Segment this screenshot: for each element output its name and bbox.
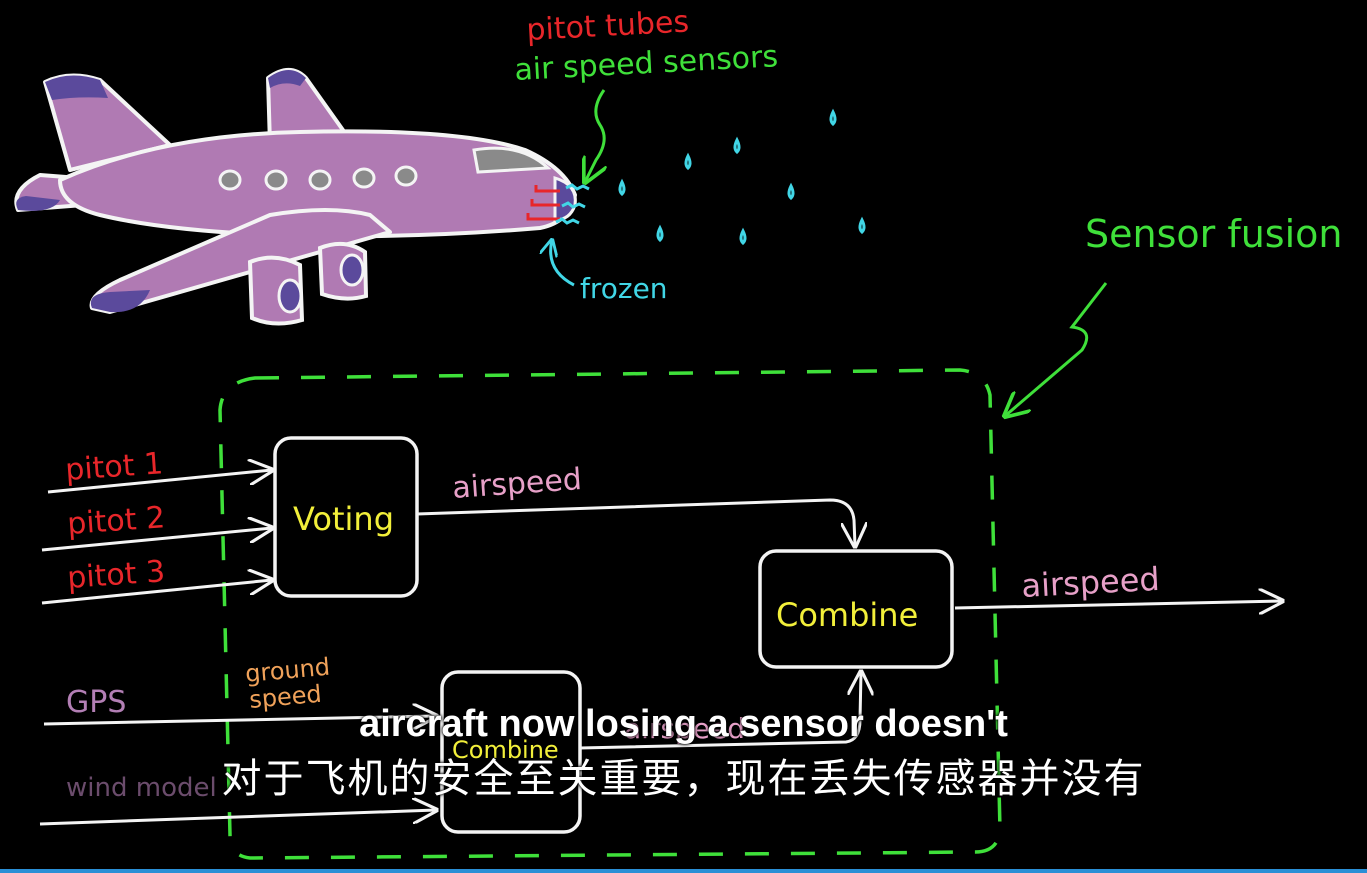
airplane-engines xyxy=(247,241,369,326)
sensor-fusion-label: Sensor fusion xyxy=(1085,212,1342,256)
video-progress-bar[interactable] xyxy=(0,869,1367,873)
airplane-cockpit-window xyxy=(472,146,552,174)
frozen-label: frozen xyxy=(580,272,668,305)
combine-box xyxy=(758,549,954,669)
airplane-upper-fin-tip xyxy=(268,70,306,88)
input-label-pitot-2: pitot 2 xyxy=(66,500,166,542)
lower-to-combine-arrow xyxy=(579,672,861,750)
pitot-input-arrows xyxy=(41,470,272,605)
pitot-tubes-label: pitot tubes xyxy=(526,5,690,48)
input-label-pitot-3: pitot 3 xyxy=(66,554,166,596)
final-output-airspeed-label: airspeed xyxy=(1020,560,1160,605)
pitot-input-labels: pitot 1 pitot 2 pitot 3 xyxy=(64,446,166,596)
wind-model-label: wind model xyxy=(66,773,217,803)
airplane-near-wingtip xyxy=(90,290,150,313)
gps-label: GPS xyxy=(66,685,126,720)
lower-combine-box xyxy=(440,670,582,834)
airplane-tail-tip xyxy=(45,75,108,100)
frozen-pointer-arrow xyxy=(551,240,575,287)
airplane-illustration xyxy=(14,68,590,326)
voting-label: Voting xyxy=(293,500,394,538)
ground-speed-label-line-2: speed xyxy=(248,680,323,714)
sensor-fusion-boundary xyxy=(218,368,1002,860)
combine-label: Combine xyxy=(776,596,918,634)
voting-box xyxy=(273,436,419,598)
final-output-arrow xyxy=(954,601,1282,608)
sensor-pointer-arrow xyxy=(585,89,604,182)
subtitle-chinese: 对于飞机的安全至关重要，现在丢失传感器并没有 xyxy=(221,756,1146,802)
sensor-fusion-pointer-arrow xyxy=(1005,282,1108,416)
rain-drops xyxy=(618,108,866,246)
voting-output-airspeed-label: airspeed xyxy=(451,462,583,506)
airplane-far-wingtip xyxy=(16,196,60,211)
airplane-windows xyxy=(218,165,418,191)
gps-input-arrow xyxy=(43,716,436,724)
lower-output-airspeed-label: airspeed xyxy=(624,712,745,745)
lower-combine-label: Combine xyxy=(452,736,559,764)
subtitle-english: aircraft now losing a sensor doesn't xyxy=(359,703,1008,745)
wind-input-arrow xyxy=(39,810,436,826)
voting-to-combine-arrow xyxy=(416,498,855,546)
pitot-tubes-graphic xyxy=(526,185,560,221)
